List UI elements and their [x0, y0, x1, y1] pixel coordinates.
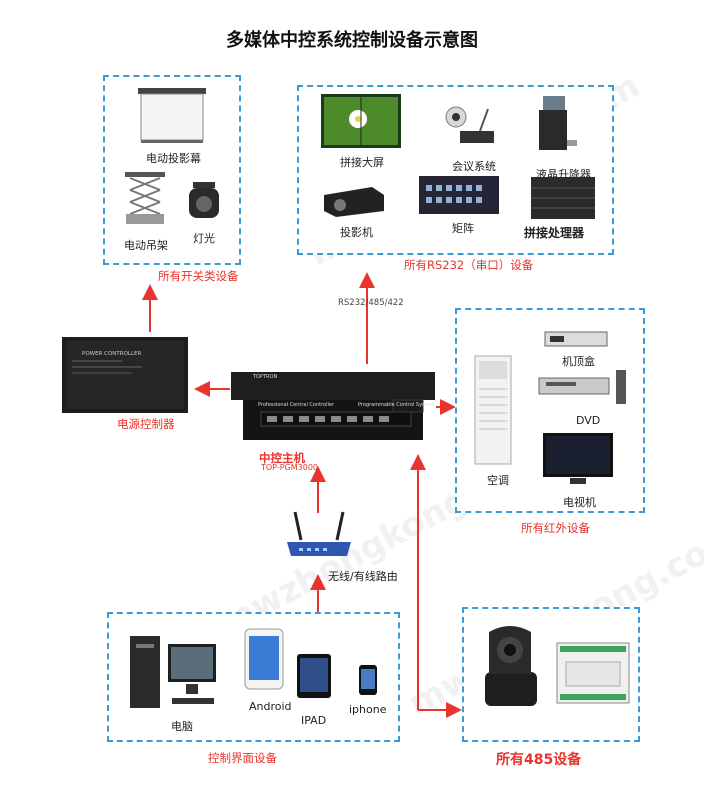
- ir-group-caption: 所有红外设备: [521, 521, 590, 535]
- rs232-item-label: 拼接大屏: [340, 156, 384, 169]
- control-item-label: IPAD: [301, 714, 327, 727]
- ir-item-label: 机顶盒: [562, 355, 595, 368]
- projector-lift-icon: [125, 172, 165, 224]
- ipad-icon: [297, 654, 331, 698]
- ir-item-label: 空调: [487, 474, 509, 487]
- stage-light-icon: [189, 182, 219, 218]
- ir-item-label: DVD: [576, 414, 601, 427]
- projection-screen-icon: [138, 88, 206, 143]
- projector-icon: [324, 187, 384, 217]
- ir-item-label: 电视机: [563, 496, 596, 509]
- power-controller-icon: [62, 337, 188, 413]
- control-group-caption: 控制界面设备: [208, 751, 277, 765]
- splicing-processor-icon: [531, 177, 595, 219]
- matrix-switcher-icon: [419, 176, 499, 214]
- video-wall-icon: [321, 94, 401, 148]
- switch-item-label: 灯光: [193, 232, 215, 245]
- rs232-group-caption: 所有RS232（串口）设备: [404, 258, 534, 272]
- power-controller-panel-text: POWER CONTROLLER: [82, 351, 142, 357]
- ptz-camera-icon: [485, 626, 537, 706]
- switch-group-caption: 所有开关类设备: [158, 269, 239, 283]
- switch-devices-box: [103, 75, 241, 265]
- control-item-label: 电脑: [171, 720, 193, 733]
- center-controller-name: 中控主机: [259, 451, 305, 465]
- set-top-box-icon: [544, 331, 608, 347]
- diagram-title: 多媒体中控系统控制设备示意图: [226, 30, 478, 51]
- television-icon: [543, 433, 613, 484]
- rs485-group-caption: 所有485设备: [496, 752, 582, 768]
- center-panel-brand: TOPTRON: [253, 374, 278, 380]
- switch-item-label: 电动吊架: [124, 239, 168, 252]
- android-tablet-icon: [244, 628, 284, 690]
- conference-system-icon: [445, 106, 494, 143]
- lcd-lift-icon: [539, 96, 577, 150]
- center-panel-text1: Professional Central Controller: [258, 402, 335, 408]
- computer-icon: [130, 636, 216, 708]
- center-controller-model: TOP-PGM3000: [261, 463, 319, 472]
- rs232-item-label: 拼接处理器: [524, 226, 585, 240]
- power-controller-label: 电源控制器: [117, 417, 175, 431]
- control-item-label: iphone: [349, 703, 387, 716]
- io-module-icon: [556, 642, 630, 704]
- air-conditioner-icon: [474, 355, 512, 465]
- control-item-label: Android: [249, 700, 292, 713]
- switch-item-label: 电动投影幕: [146, 152, 201, 165]
- link-protocol-label: RS232/485/422: [338, 298, 404, 308]
- router-icon: [287, 511, 351, 556]
- center-panel-text2: Programmable Control System: [358, 402, 435, 408]
- rs232-item-label: 投影机: [340, 226, 373, 239]
- central-controller-icon: [231, 372, 435, 440]
- rs232-item-label: 矩阵: [452, 222, 474, 235]
- router-label: 无线/有线路由: [328, 570, 398, 583]
- iphone-icon: [359, 665, 377, 695]
- rs232-item-label: 会议系统: [452, 160, 496, 173]
- dvd-player-icon: [538, 370, 626, 404]
